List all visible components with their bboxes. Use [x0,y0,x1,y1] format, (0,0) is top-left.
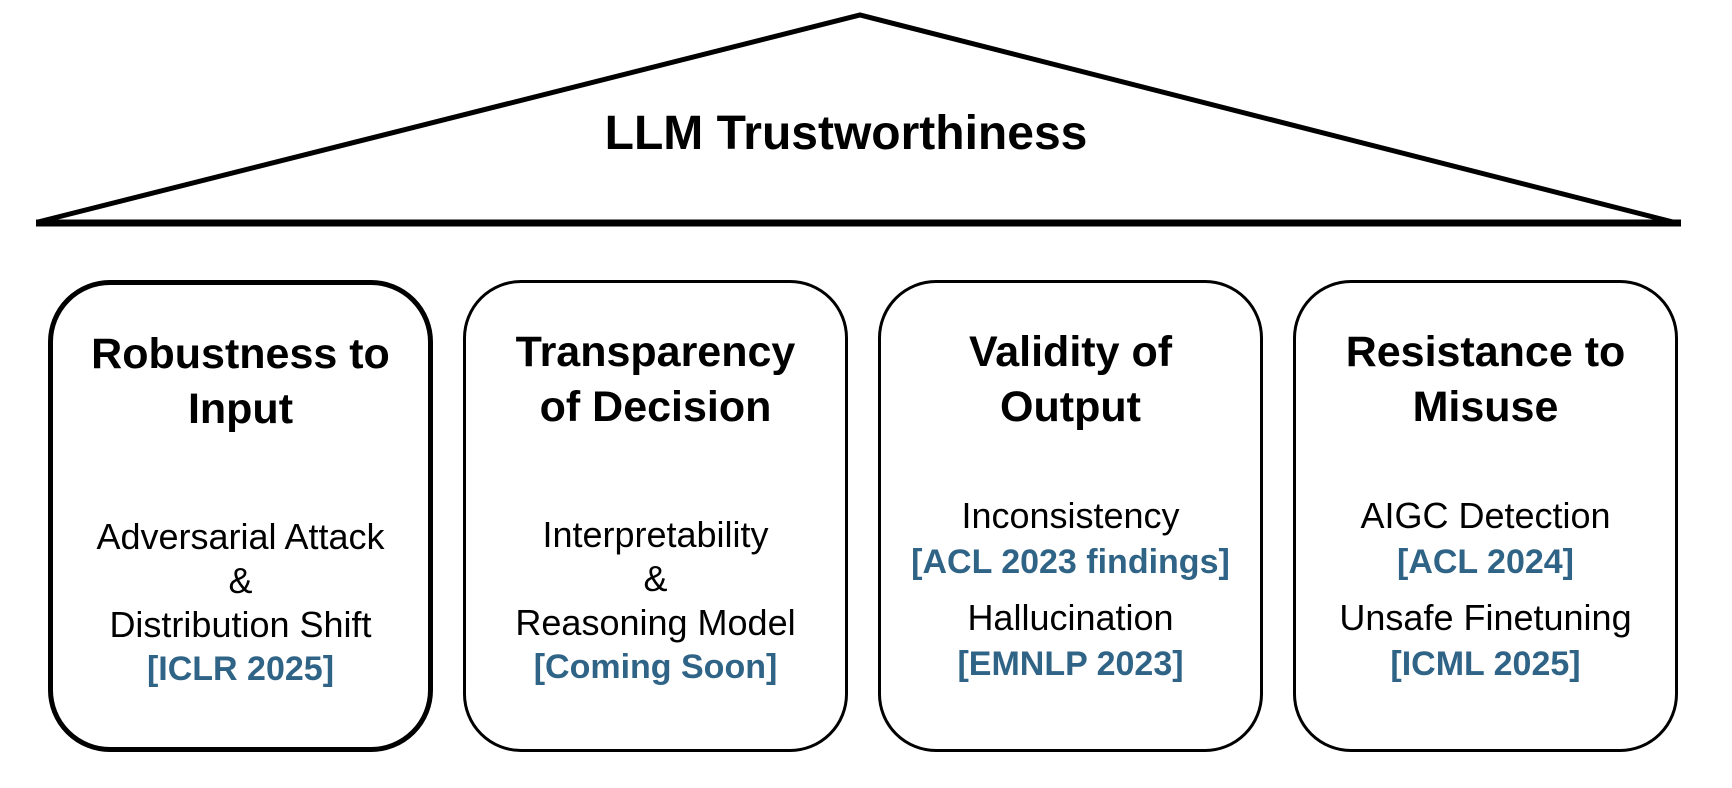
diagram-title: LLM Trustworthiness [604,107,1088,160]
topic-line: Reasoning Model [515,602,796,643]
paper-ref: [EMNLP 2023] [957,645,1184,683]
pillar-title: Validity of Output [881,325,1260,435]
pillar-title: Resistance to Misuse [1296,325,1675,435]
pillar-title-line: Misuse [1412,383,1559,431]
pillar-title-line: Robustness to [91,330,390,378]
topic-line: Distribution Shift [109,604,372,645]
pillar-title: Transparency of Decision [466,325,845,435]
topic-line: & [228,560,253,601]
pillar-title: Robustness to Input [53,327,428,437]
pillar-card-robustness: Robustness to Input Adversarial Attack &… [48,280,433,752]
topic-line: Interpretability [542,514,769,555]
paper-ref: [ACL 2023 findings] [911,543,1230,581]
pillar-body: Inconsistency [ACL 2023 findings] Halluc… [881,493,1260,687]
topic-line: Hallucination [967,597,1174,638]
topic-line: AIGC Detection [1360,495,1611,536]
topic-line: & [643,558,668,599]
topic-line: Inconsistency [961,495,1180,536]
topic-line: Adversarial Attack [96,516,385,557]
roof-triangle [36,12,1681,227]
paper-ref: [ACL 2024] [1397,543,1574,581]
pillar-card-resistance: Resistance to Misuse AIGC Detection [ACL… [1293,280,1678,752]
topic-line: Unsafe Finetuning [1339,597,1632,638]
pillar-card-validity: Validity of Output Inconsistency [ACL 20… [878,280,1263,752]
pillar-title-line: Input [187,385,294,433]
pillar-title-line: Validity of [968,328,1173,376]
paper-ref: [Coming Soon] [533,648,778,686]
pillar-card-transparency: Transparency of Decision Interpretabilit… [463,280,848,752]
pillar-body: AIGC Detection [ACL 2024] Unsafe Finetun… [1296,493,1675,687]
pillar-body: Interpretability & Reasoning Model [Comi… [466,513,845,689]
pillar-title-line: of Decision [539,383,772,431]
pillar-title-line: Transparency [515,328,796,376]
paper-ref: [ICML 2025] [1390,645,1581,683]
pillar-body: Adversarial Attack & Distribution Shift … [53,515,428,691]
pillar-title-line: Output [1000,383,1141,431]
paper-ref: [ICLR 2025] [146,650,335,688]
pillar-title-line: Resistance to [1345,328,1626,376]
